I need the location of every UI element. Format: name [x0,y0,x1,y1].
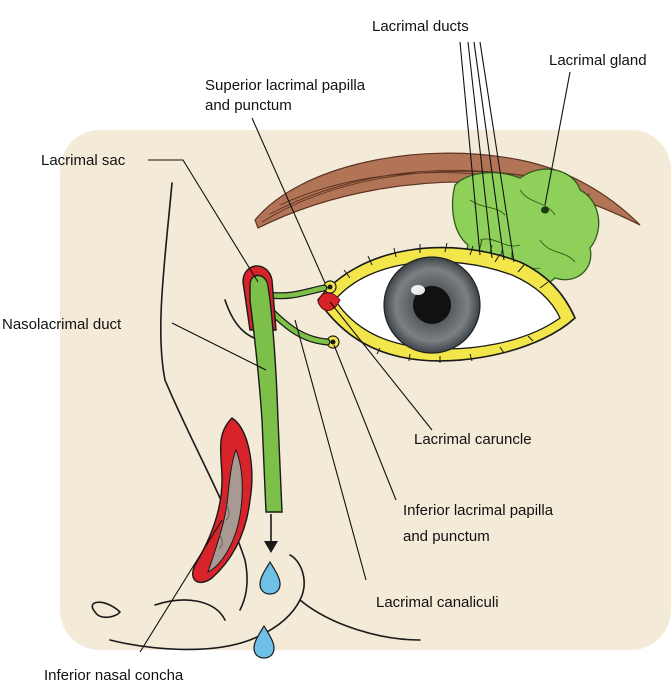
label-lacrimal-gland: Lacrimal gland [549,52,647,69]
label-inferior-papilla-line1: Inferior lacrimal papilla [403,502,554,519]
label-superior-papilla-line2: and punctum [205,97,292,114]
label-lacrimal-sac: Lacrimal sac [41,152,126,169]
label-inferior-papilla-line2: and punctum [403,528,490,545]
label-superior-papilla-line1: Superior lacrimal papilla [205,77,366,94]
label-nasolacrimal-duct: Nasolacrimal duct [2,316,122,333]
label-inferior-nasal-concha: Inferior nasal concha [44,667,184,684]
eyeball [384,257,480,353]
label-lacrimal-canaliculi: Lacrimal canaliculi [376,594,499,611]
label-lacrimal-ducts: Lacrimal ducts [372,18,469,35]
label-lacrimal-caruncle: Lacrimal caruncle [414,431,532,448]
